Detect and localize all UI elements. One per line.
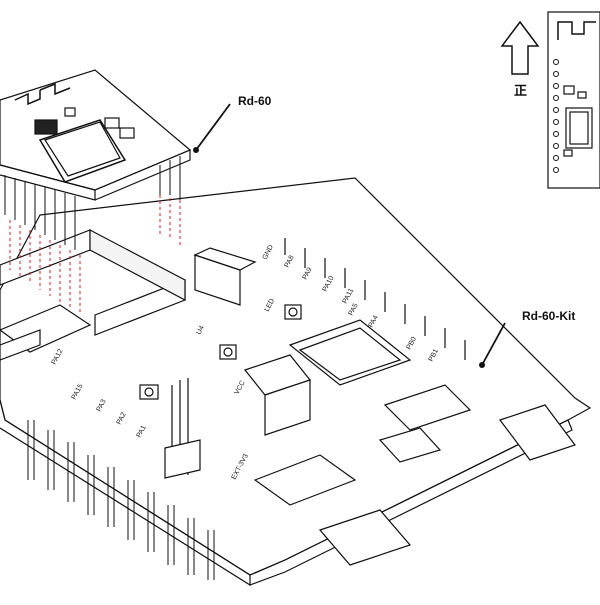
callout-module: Rd-60	[193, 94, 272, 153]
module-pins	[4, 156, 181, 250]
callout-kit: Rd-60-Kit	[479, 309, 575, 368]
alignment-guides	[9, 195, 181, 314]
u4-label: U4	[196, 325, 206, 336]
orientation-label: 正	[514, 84, 527, 99]
bottom-header-pins	[27, 420, 215, 580]
module-top-view	[547, 11, 600, 189]
callout-module-label: Rd-60	[238, 94, 272, 108]
callout-kit-label: Rd-60-Kit	[522, 309, 575, 323]
kit-board	[0, 177, 592, 587]
right-header-pins	[284, 238, 466, 360]
orientation-arrow	[500, 20, 540, 75]
rd60-module	[0, 69, 192, 250]
